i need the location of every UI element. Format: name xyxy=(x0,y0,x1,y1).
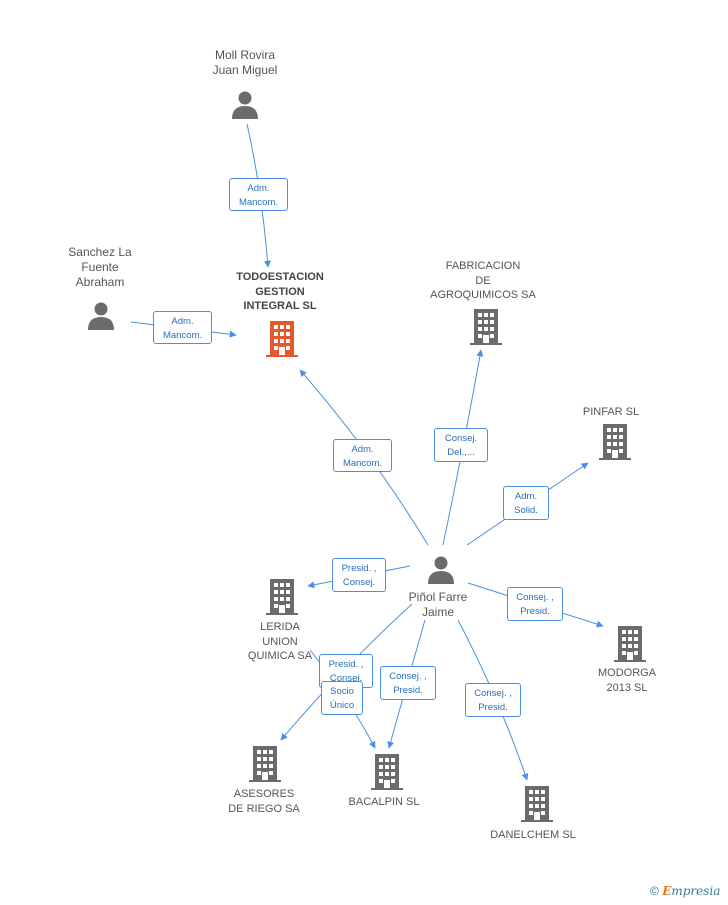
person-sanchez-label[interactable]: Sanchez La Fuente Abraham xyxy=(68,245,132,289)
relation-box-pinol-main[interactable]: Adm. Mancom. xyxy=(333,439,392,472)
building-icon[interactable] xyxy=(249,746,281,782)
company-fabricacion-label[interactable]: FABRICACION DE AGROQUIMICOS SA xyxy=(430,260,536,301)
relation-box-pinol-pinfar[interactable]: Adm. Solid. xyxy=(503,486,549,520)
relation-box-pinol-asesores-2[interactable]: Socio Único xyxy=(321,681,363,715)
company-main-label[interactable]: TODOESTACION GESTION INTEGRAL SL xyxy=(236,271,324,312)
building-icon[interactable] xyxy=(266,579,298,615)
brand-initial: E xyxy=(662,884,672,898)
copyright-symbol: © xyxy=(650,884,659,898)
brand-name: mpresia xyxy=(671,884,721,898)
relation-box-pinol-danelchem[interactable]: Consej. , Presid. xyxy=(465,683,521,717)
building-icon[interactable] xyxy=(614,626,646,662)
company-danelchem-label[interactable]: DANELCHEM SL xyxy=(490,829,576,841)
building-icon-main[interactable] xyxy=(266,321,298,357)
company-asesores-label[interactable]: ASESORES DE RIEGO SA xyxy=(228,788,300,815)
company-bacalpin-label[interactable]: BACALPIN SL xyxy=(348,796,420,808)
building-icon[interactable] xyxy=(470,309,502,345)
company-modorga-label[interactable]: MODORGA 2013 SL xyxy=(597,667,657,694)
person-moll-label[interactable]: Moll Rovira Juan Miguel xyxy=(212,48,278,77)
person-icon xyxy=(428,556,454,584)
person-icon xyxy=(232,91,258,119)
relation-box-sanchez-main[interactable]: Adm. Mancom. xyxy=(153,311,212,344)
building-icon[interactable] xyxy=(599,424,631,460)
relation-box-pinol-modorga[interactable]: Consej. , Presid. xyxy=(507,587,563,621)
relation-box-moll-main[interactable]: Adm. Mancom. xyxy=(229,178,288,211)
company-lerida-label[interactable]: LERIDA UNION QUIMICA SA xyxy=(247,621,313,662)
person-icon xyxy=(88,302,114,330)
person-pinol-label[interactable]: Piñol Farre Jaime xyxy=(408,590,468,619)
relation-box-pinol-lerida[interactable]: Presid. , Consej. xyxy=(332,558,386,592)
relation-box-pinol-bacalpin[interactable]: Consej. , Presid. xyxy=(380,666,436,700)
building-icon[interactable] xyxy=(371,754,403,790)
company-pinfar-label[interactable]: PINFAR SL xyxy=(582,406,640,418)
footer-brand: © Empresia xyxy=(650,884,720,898)
relation-box-pinol-fabricacion[interactable]: Consej. Del.,... xyxy=(434,428,488,462)
building-icon[interactable] xyxy=(521,786,553,822)
